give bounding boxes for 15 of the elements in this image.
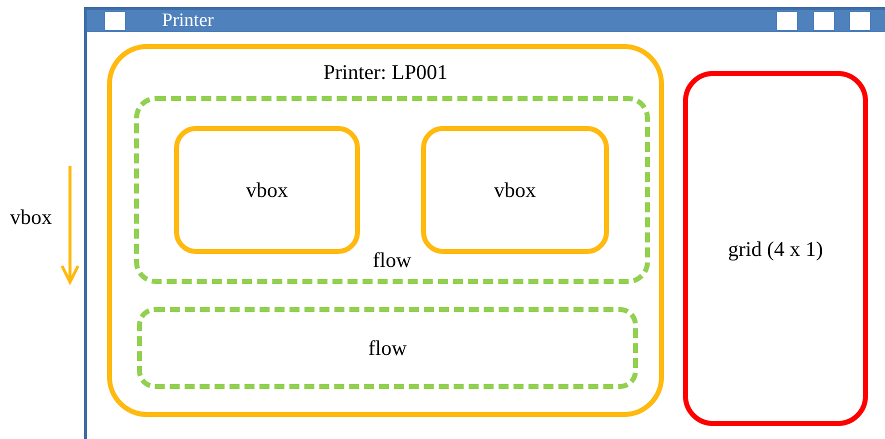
box-label: flow	[372, 247, 412, 273]
box-label: vbox	[494, 177, 536, 203]
box-label: flow	[368, 335, 407, 361]
window-title: Printer	[162, 10, 214, 32]
box-label: Printer: LP001	[323, 59, 448, 85]
application-window	[84, 7, 885, 439]
direction-label: vbox	[10, 205, 52, 230]
box-label: vbox	[246, 177, 288, 203]
grid-box	[683, 71, 868, 426]
container-box	[107, 44, 664, 417]
vbox-box	[421, 126, 609, 254]
flow-panel	[137, 307, 638, 389]
flow-panel	[134, 96, 650, 284]
vbox-box	[174, 126, 360, 254]
box-label: grid (4 x 1)	[728, 236, 824, 262]
